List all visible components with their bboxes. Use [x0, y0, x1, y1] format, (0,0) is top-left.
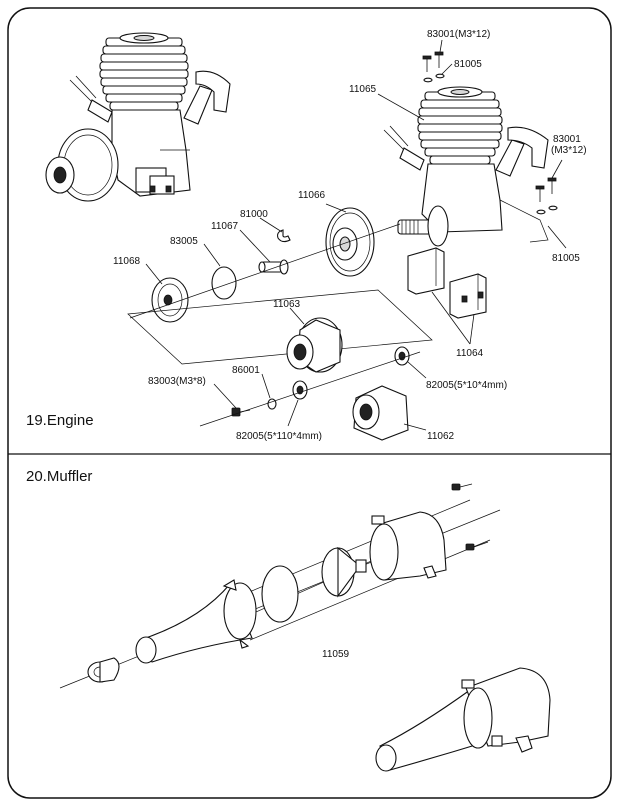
label-82005-bottom: 82005(5*110*4mm): [236, 431, 322, 442]
label-11059: 11059: [322, 649, 350, 660]
label-11065: 11065: [349, 84, 377, 95]
label-83001-top: 83001(M3*12): [427, 29, 490, 40]
page-frame: [7, 7, 612, 799]
washer-86001: [267, 398, 277, 410]
muffler-exploded-illustration: [87, 511, 447, 683]
label-11066: 11066: [298, 190, 326, 201]
collet-11067: [258, 259, 289, 275]
label-83001-right-size: (M3*12): [551, 145, 587, 156]
engine-leader-lines: [145, 39, 567, 431]
label-11062: 11062: [427, 431, 455, 442]
engine-mount-11064: [407, 247, 487, 319]
section-title-engine: 19.Engine: [26, 412, 94, 429]
bearing-82005-bottom: [292, 380, 308, 400]
muffler-screws: [451, 483, 489, 551]
clutch-group-outline: [127, 289, 433, 365]
engine-exploded-illustration: [383, 86, 549, 247]
label-11064: 11064: [456, 348, 484, 359]
label-83005: 83005: [170, 236, 198, 247]
label-82005-right: 82005(5*10*4mm): [426, 380, 507, 391]
screw-83001-right: [535, 177, 558, 215]
clutch-axis-line: [199, 351, 421, 427]
ring-83005: [211, 266, 237, 300]
label-81005-right: 81005: [552, 253, 580, 264]
label-11068: 11068: [113, 256, 141, 267]
label-11067: 11067: [211, 221, 239, 232]
clip-81000: [277, 229, 291, 243]
label-83001-right: 83001: [553, 134, 581, 145]
muffler-assembled-illustration: [375, 667, 551, 772]
engine-axis-line: [129, 223, 401, 319]
flywheel-11066: [325, 207, 375, 277]
section-title-muffler: 20.Muffler: [26, 468, 92, 485]
label-83003: 83003(M3*8): [148, 376, 206, 387]
label-11063: 11063: [273, 299, 301, 310]
clutch-bell-11063: [286, 317, 343, 373]
label-86001: 86001: [232, 365, 260, 376]
screw-83001-top: [422, 51, 445, 83]
bearing-82005-right: [394, 346, 410, 366]
label-81000: 81000: [240, 209, 268, 220]
label-81005-top: 81005: [454, 59, 482, 70]
clutch-bell-11062: [352, 385, 409, 441]
engine-assembled-illustration: [45, 32, 231, 202]
